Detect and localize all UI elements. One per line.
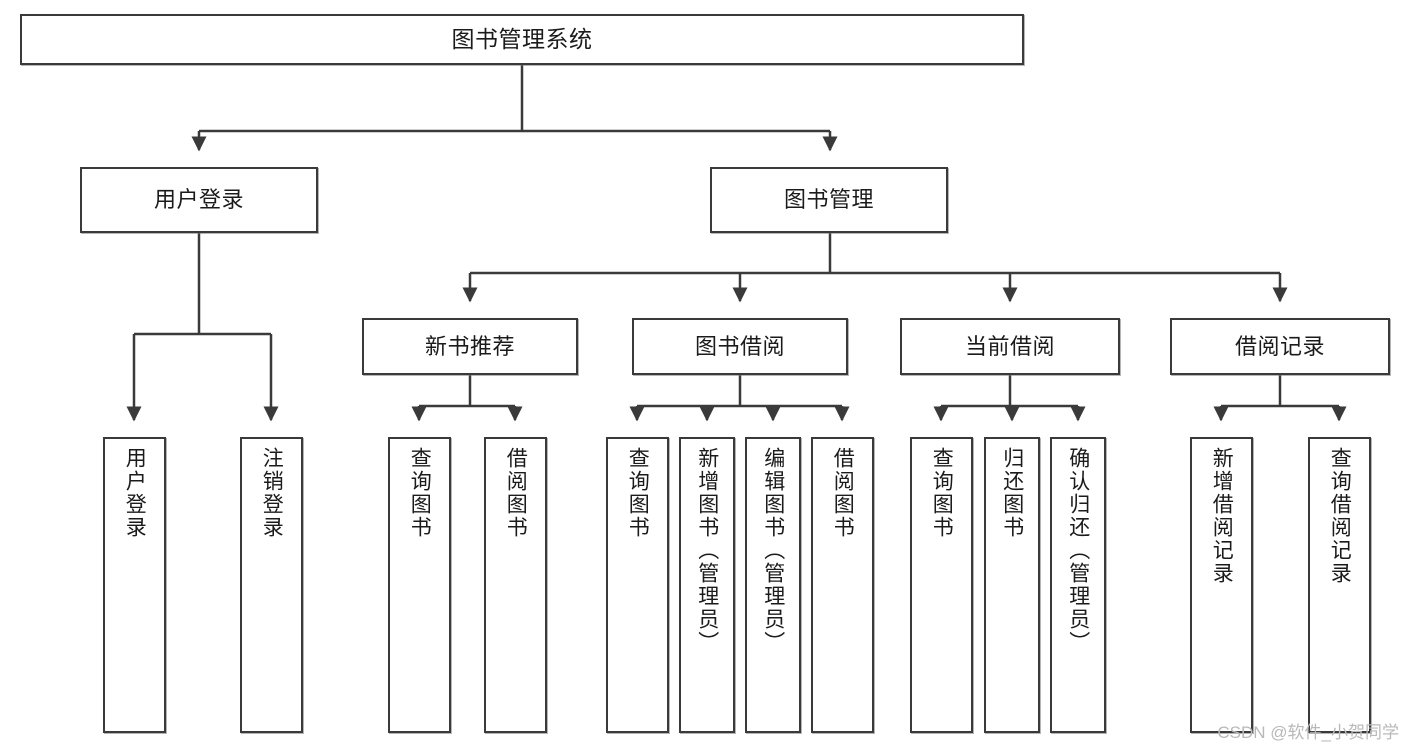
node-book-manage-label: 图书管理 — [783, 187, 874, 213]
leaf-logout[interactable]: 注销登录 — [240, 437, 303, 733]
leaf-confirm-return[interactable]: 确认归还（管理员） — [1050, 437, 1106, 733]
leaf-user-login[interactable]: 用户登录 — [103, 437, 166, 733]
leaf-confirm-return-label: 确认归还（管理员） — [1066, 447, 1090, 654]
node-book-borrow[interactable]: 图书借阅 — [632, 318, 848, 375]
leaf-query-book-1[interactable]: 查询图书 — [388, 437, 451, 733]
leaf-query-book-1-label: 查询图书 — [408, 447, 432, 539]
leaf-query-record[interactable]: 查询借阅记录 — [1308, 437, 1371, 733]
leaf-query-book-3[interactable]: 查询图书 — [910, 437, 973, 733]
leaf-add-record[interactable]: 新增借阅记录 — [1190, 437, 1253, 733]
node-new-book-recommend-label: 新书推荐 — [424, 333, 515, 359]
leaf-edit-book-label: 编辑图书（管理员） — [761, 447, 785, 654]
node-root[interactable]: 图书管理系统 — [20, 14, 1024, 65]
leaf-return-book[interactable]: 归还图书 — [984, 437, 1040, 733]
node-current-borrow-label: 当前借阅 — [964, 333, 1055, 359]
leaf-query-book-2[interactable]: 查询图书 — [606, 437, 669, 733]
node-current-borrow[interactable]: 当前借阅 — [900, 318, 1120, 375]
leaf-edit-book[interactable]: 编辑图书（管理员） — [745, 437, 801, 733]
node-user-login-label: 用户登录 — [153, 187, 244, 213]
node-borrow-record[interactable]: 借阅记录 — [1170, 318, 1390, 375]
node-user-login[interactable]: 用户登录 — [80, 167, 318, 233]
leaf-add-record-label: 新增借阅记录 — [1210, 447, 1234, 585]
leaf-borrow-book-2[interactable]: 借阅图书 — [811, 437, 874, 733]
leaf-query-record-label: 查询借阅记录 — [1328, 447, 1352, 585]
leaf-query-book-2-label: 查询图书 — [626, 447, 650, 539]
node-borrow-record-label: 借阅记录 — [1234, 333, 1325, 359]
leaf-add-book[interactable]: 新增图书（管理员） — [679, 437, 735, 733]
node-root-label: 图书管理系统 — [451, 26, 593, 53]
leaf-borrow-book-2-label: 借阅图书 — [831, 447, 855, 539]
leaf-add-book-label: 新增图书（管理员） — [695, 447, 719, 654]
csdn-watermark: CSDN @软件_小贺同学 — [1217, 723, 1399, 742]
node-book-borrow-label: 图书借阅 — [694, 333, 785, 359]
leaf-logout-label: 注销登录 — [260, 447, 284, 539]
leaf-user-login-label: 用户登录 — [123, 447, 147, 539]
node-new-book-recommend[interactable]: 新书推荐 — [362, 318, 578, 375]
leaf-borrow-book-1[interactable]: 借阅图书 — [484, 437, 547, 733]
leaf-borrow-book-1-label: 借阅图书 — [504, 447, 528, 539]
node-book-manage[interactable]: 图书管理 — [710, 167, 948, 233]
leaf-return-book-label: 归还图书 — [1000, 447, 1024, 539]
leaf-query-book-3-label: 查询图书 — [930, 447, 954, 539]
